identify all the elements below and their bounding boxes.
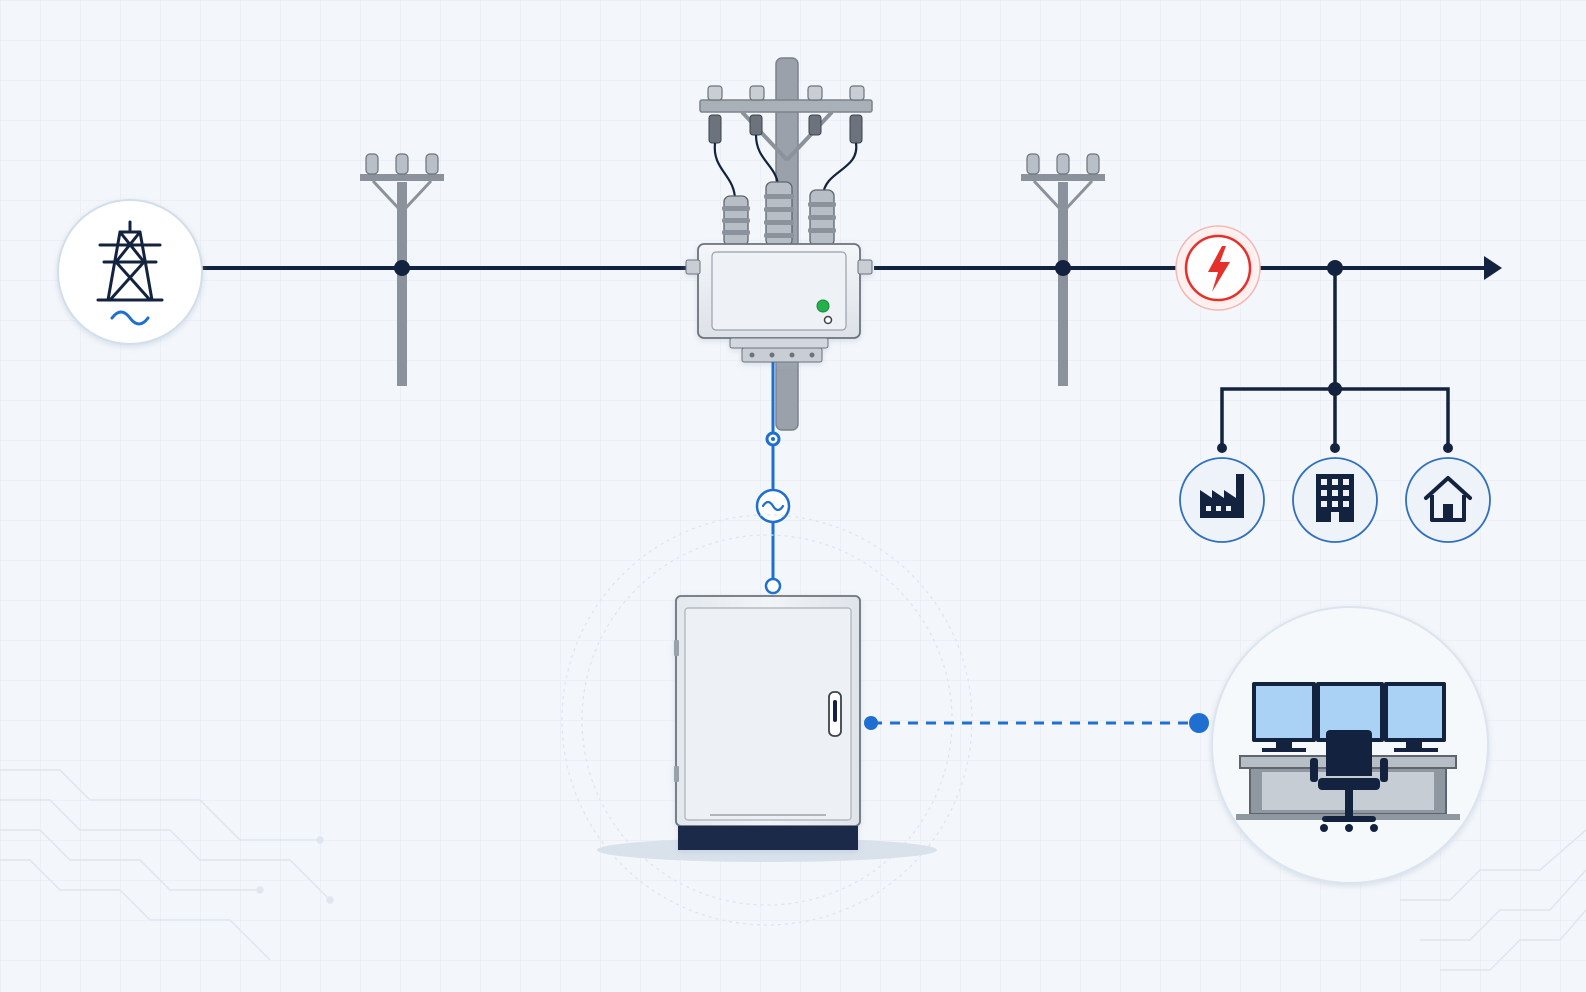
junction-left-pole: [394, 260, 410, 276]
junction-load-tap: [1327, 260, 1343, 276]
cabinet-halo: [561, 514, 973, 926]
sine-wave-icon: [110, 310, 150, 326]
fault-indicator: [1175, 225, 1261, 311]
right-utility-pole: [1021, 153, 1105, 386]
circuit-traces-left: [0, 769, 334, 961]
feeder-arrow-head: [1484, 256, 1502, 280]
link-endpoint-cabinet: [864, 716, 878, 730]
load-office-building: [1292, 457, 1378, 543]
recloser-control-cabinet: [674, 595, 861, 850]
cabinet-door-handle: [828, 691, 842, 737]
circuit-traces-right: [1400, 829, 1586, 971]
recloser-control-knob: [823, 315, 833, 325]
jumper-wires: [713, 134, 858, 201]
load-arrow-heads: [1217, 443, 1453, 453]
status-indicator-led: [816, 299, 830, 313]
control-room-workstation-icon: [1236, 682, 1460, 832]
junction-right-pole: [1055, 260, 1071, 276]
pole-mounted-recloser: [685, 243, 873, 363]
left-utility-pole: [360, 153, 444, 386]
sine-wave-icon: [761, 500, 785, 512]
link-endpoint-control-center: [1189, 713, 1209, 733]
house-icon: [1424, 476, 1472, 522]
load-factory: [1179, 457, 1265, 543]
lightning-bolt-icon: [1208, 246, 1230, 292]
source-node: [57, 199, 203, 345]
cable-connector-bottom: [764, 577, 782, 595]
recloser-bushings: [722, 181, 836, 247]
load-house: [1405, 457, 1491, 543]
cable-connector-top-dot: [771, 437, 775, 441]
transmission-tower-icon: [96, 220, 164, 302]
junction-load-split: [1328, 382, 1342, 396]
